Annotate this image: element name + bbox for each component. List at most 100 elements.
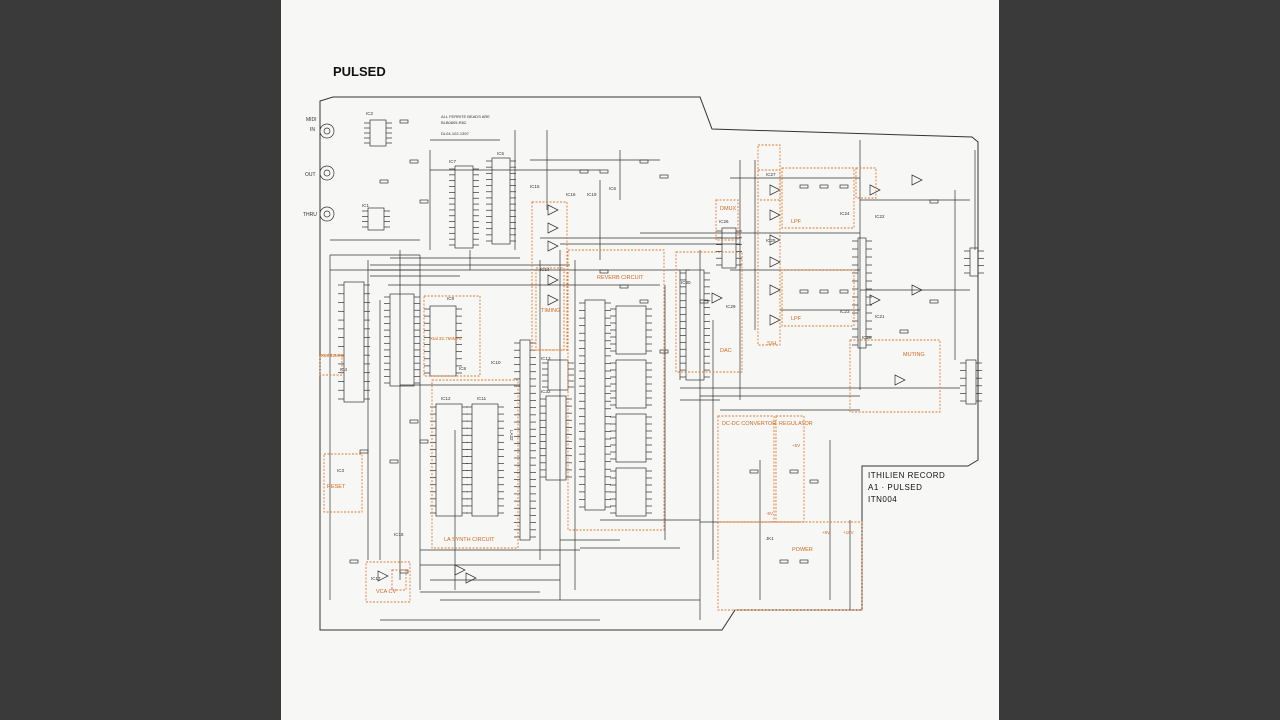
annotation-box-15	[717, 521, 863, 611]
xtal-12mhz-label: Xtal 12MHz	[321, 353, 345, 358]
midi-connector-2	[319, 206, 335, 222]
ic30-label: IC30	[681, 280, 691, 285]
lpf-bottom-label: LPF	[791, 316, 802, 322]
muting-label: MUTING	[903, 352, 925, 358]
note-line-3: DL04-102-1397	[441, 131, 470, 136]
midi-out-label: OUT	[305, 172, 316, 178]
op-amp-12	[869, 294, 881, 306]
resistor-1	[409, 159, 419, 164]
note-line-1: ALL FERRITE BEADS ARE	[441, 114, 490, 119]
annotation-box-5	[757, 144, 781, 346]
op-amp-15	[711, 292, 723, 304]
reset-label: RESET	[327, 484, 346, 490]
resistor-21	[799, 559, 809, 564]
ic9-label: IC9	[447, 296, 455, 301]
vca-cv-label: VCA CV	[376, 589, 397, 595]
ic18-label: IC18	[394, 532, 404, 537]
resistor-25	[359, 449, 369, 454]
resistor-32	[699, 299, 709, 304]
ic4-label: IC4	[340, 367, 348, 372]
ic8-label: IC8	[459, 366, 467, 371]
annotation-box-17	[365, 561, 411, 603]
op-amp-14	[911, 284, 923, 296]
ic14-label: IC14	[540, 267, 550, 272]
annotation-box-16	[323, 453, 363, 513]
ic23-label: IC23	[840, 309, 850, 314]
ic26-label: IC26	[719, 219, 729, 224]
op-amp-17	[454, 564, 466, 576]
resistor-2	[419, 199, 429, 204]
annotation-box-14	[775, 415, 805, 523]
resistor-26	[389, 459, 399, 464]
resistor-23	[619, 284, 629, 289]
resistor-5	[599, 169, 609, 174]
resistor-0	[399, 119, 409, 124]
op-amp-3	[547, 274, 559, 286]
annotation-boxes	[319, 144, 941, 611]
midi-in-label: IN	[310, 127, 315, 133]
ic12-label: IC12	[441, 396, 451, 401]
chip-12	[615, 305, 647, 355]
op-amp-10	[769, 314, 781, 326]
midi-label: MIDI	[306, 117, 317, 123]
resistor-3	[379, 179, 389, 184]
midi-connector-core	[323, 210, 331, 218]
chip-2	[454, 165, 474, 249]
board-outline	[319, 96, 979, 631]
annotation-box-9	[855, 167, 877, 199]
rail-plus9v: +9V	[822, 530, 830, 535]
ic21-label: IC21	[875, 314, 885, 319]
op-amp-13	[911, 174, 923, 186]
note-line-2: BLB0805-R82.	[441, 120, 467, 125]
resistor-7	[659, 174, 669, 179]
annotation-box-3	[423, 295, 481, 377]
chip-19	[969, 247, 979, 277]
resistor-4	[579, 169, 589, 174]
ic19-label: IC19	[587, 192, 597, 197]
op-amp-5	[769, 184, 781, 196]
rail-plus15v: +15V	[843, 530, 854, 535]
ic15-label: IC15	[530, 184, 540, 189]
ic32-label: IC32	[541, 389, 551, 394]
page-title: PULSED	[333, 64, 386, 79]
chip-1	[367, 207, 385, 231]
ic11-label: IC11	[477, 396, 487, 401]
ic7-label: IC7	[449, 159, 457, 164]
ic22-label: IC22	[875, 214, 885, 219]
dcdc-convertor-label: DC-DC CONVERTOR	[722, 421, 776, 427]
ic10-label: IC10	[491, 360, 501, 365]
chip-11	[584, 299, 606, 511]
annotation-box-13	[717, 415, 775, 523]
op-amp-2	[547, 240, 559, 252]
ic24-label: IC24	[840, 211, 850, 216]
credit-catalog: ITN004	[868, 495, 898, 504]
la-synth-circuit-label: LA SYNTH CIRCUIT	[444, 537, 495, 543]
annotation-box-18	[319, 354, 343, 376]
ic13-label: IC13	[541, 356, 551, 361]
chip-20	[965, 359, 977, 405]
resistor-11	[799, 289, 809, 294]
resistor-13	[839, 289, 849, 294]
resistor-10	[839, 184, 849, 189]
midi-connector-1	[319, 165, 335, 181]
annotation-box-11	[675, 251, 743, 373]
ic5-label: IC5	[497, 151, 505, 156]
dac-label: DAC	[720, 348, 732, 354]
resistor-27	[349, 559, 359, 564]
ic28-label: IC28	[862, 335, 872, 340]
rail-plus5v: +5V	[792, 443, 800, 448]
op-amp-11	[869, 184, 881, 196]
annotation-box-2	[535, 267, 565, 351]
resistor-29	[409, 419, 419, 424]
ic6-label: IC6	[609, 186, 617, 191]
op-amp-9	[769, 284, 781, 296]
chip-13	[615, 359, 647, 409]
resistor-24	[639, 299, 649, 304]
jk1-label: JK1	[766, 536, 774, 541]
chip-15	[615, 467, 647, 517]
ic25-label: IC25	[766, 238, 776, 243]
annotation-box-7	[781, 167, 855, 229]
credit-label: ITHILIEN RECORD	[868, 471, 946, 480]
midi-connector-core	[323, 127, 331, 135]
